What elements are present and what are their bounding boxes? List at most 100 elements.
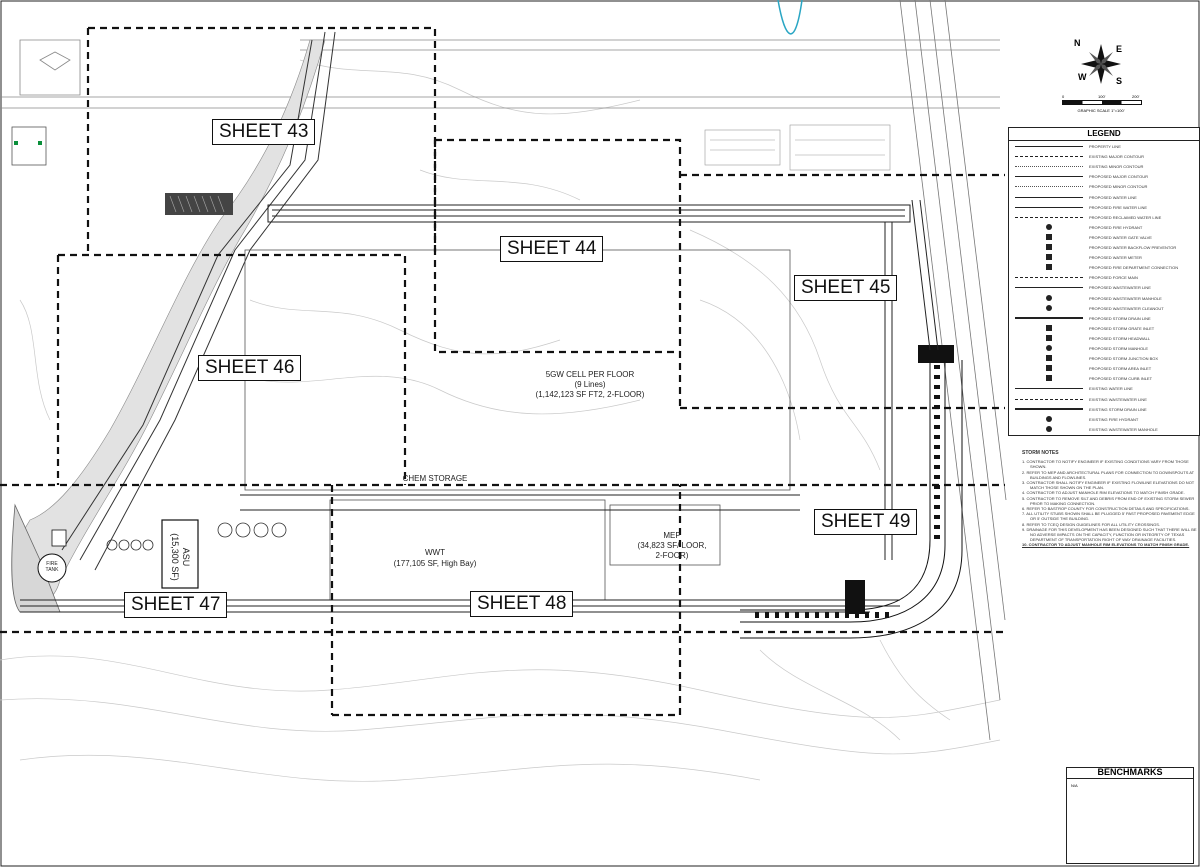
legend-item: PROPOSED FIRE HYDRANT — [1009, 223, 1199, 232]
legend-item-label: PROPOSED WATER GATE VALVE — [1089, 234, 1152, 240]
asu-line1: ASU — [181, 547, 191, 567]
legend-item-label: PROPOSED FORCE MAIN — [1089, 275, 1138, 281]
legend-item-label: PROPOSED STORM JUNCTION BOX — [1089, 356, 1159, 362]
legend-symbol — [1015, 243, 1083, 252]
legend-item: PROPOSED STORM HEADWALL — [1009, 334, 1199, 343]
legend-symbol — [1015, 405, 1083, 414]
legend-symbol — [1015, 374, 1083, 383]
legend-item-label: PROPOSED STORM GRATE INLET — [1089, 325, 1155, 331]
sheet-49-label[interactable]: SHEET 49 — [814, 509, 918, 535]
legend-item-label: PROPOSED RECLAIMED WATER LINE — [1089, 214, 1162, 220]
legend-symbol — [1015, 324, 1083, 333]
scale-tick: 100' — [1098, 94, 1106, 99]
legend-item: PROPOSED WATER LINE — [1009, 193, 1199, 202]
note-item: 5. CONTRACTOR TO REMOVE SILT AND DEBRIS … — [1022, 495, 1195, 506]
storm-headwall-bottom — [845, 580, 865, 614]
legend-item: PROPOSED STORM AREA INLET — [1009, 364, 1199, 373]
fire-tank-label: FIRE TANK — [38, 561, 66, 573]
sheet-45-label[interactable]: SHEET 45 — [794, 275, 898, 301]
legend-symbol — [1015, 273, 1083, 282]
legend-item-label: PROPOSED STORM AREA INLET — [1089, 366, 1152, 372]
sheet-46-label[interactable]: SHEET 46 — [198, 355, 302, 381]
legend-item-label: PROPOSED WATER BACKFLOW PREVENTOR — [1089, 245, 1177, 250]
sheet-47-label[interactable]: SHEET 47 — [124, 592, 228, 618]
mep-line2: (34,823 SF/ LOOR, — [637, 541, 707, 550]
legend-item: PROPOSED RECLAIMED WATER LINE — [1009, 213, 1199, 222]
asu-line2: (15,300 SF) — [170, 533, 180, 581]
legend-item-label: PROPOSED WASTEWATER CLEANOUT — [1089, 305, 1164, 311]
legend-item-label: EXISTING MINOR CONTOUR — [1089, 164, 1144, 170]
legend-item-label: EXISTING WASTEWATER LINE — [1089, 396, 1147, 402]
note-item: 4. CONTRACTOR TO ADJUST MANHOLE RIM ELEV… — [1022, 490, 1185, 496]
chem-storage-label: CHEM STORAGE — [402, 474, 468, 483]
mep-line1: MEP — [663, 531, 681, 540]
legend-item-label: EXISTING MAJOR CONTOUR — [1089, 154, 1145, 160]
legend-item-label: PROPOSED WASTEWATER LINE — [1089, 285, 1151, 291]
legend-symbol — [1015, 263, 1083, 272]
legend-item-label: PROPOSED FIRE HYDRANT — [1089, 224, 1143, 230]
legend-item: PROPOSED WATER METER — [1009, 253, 1199, 262]
parking-lots — [704, 124, 891, 171]
legend-symbol — [1015, 193, 1083, 202]
notes-title: STORM NOTES — [1022, 450, 1059, 456]
note-item: 8. REFER TO TCEQ DESIGN GUIDELINES FOR A… — [1022, 521, 1161, 527]
legend-item: EXISTING WASTEWATER MANHOLE — [1009, 425, 1199, 434]
legend-item-label: PROPOSED STORM CURB INLET — [1089, 376, 1153, 382]
legend-item-label: EXISTING FIRE HYDRANT — [1089, 416, 1139, 422]
scale-tick: 0 — [1062, 94, 1065, 99]
legend-symbol — [1015, 334, 1083, 343]
fire-tank-line2: TANK — [45, 567, 59, 573]
legend-item-label: EXISTING STORM DRAIN LINE — [1089, 406, 1147, 412]
creek — [777, 0, 803, 35]
legend-item: EXISTING WASTEWATER LINE — [1009, 395, 1199, 404]
legend-item: PROPOSED WASTEWATER LINE — [1009, 283, 1199, 292]
legend-symbol — [1015, 223, 1083, 232]
sheet-44-label[interactable]: SHEET 44 — [500, 236, 604, 262]
note-item: 1. CONTRACTOR TO NOTIFY ENGINEER IF EXIS… — [1022, 459, 1189, 470]
compass-e: E — [1116, 44, 1123, 54]
legend-symbol — [1015, 395, 1083, 404]
note-item: 2. REFER TO MEP AND ARCHITECTURAL PLANS … — [1022, 469, 1195, 480]
notes-list: 1. CONTRACTOR TO NOTIFY ENGINEER IF EXIS… — [1022, 459, 1198, 542]
legend-symbol — [1015, 304, 1083, 313]
legend-symbol — [1015, 213, 1083, 222]
legend-symbol — [1015, 415, 1083, 424]
legend-item: PROPOSED WATER GATE VALVE — [1009, 233, 1199, 242]
legend-symbol — [1015, 425, 1083, 434]
legend-item: PROPOSED STORM GRATE INLET — [1009, 324, 1199, 333]
legend-symbol — [1015, 172, 1083, 181]
benchmarks-title: BENCHMARKS — [1067, 767, 1193, 779]
main-building-label: 5GW CELL PER FLOOR (9 Lines) (1,142,123 … — [520, 370, 660, 400]
sheet-43-label[interactable]: SHEET 43 — [212, 119, 316, 145]
mep-building-label: MEP (34,823 SF/ LOOR, 2-FOOR) — [622, 531, 722, 561]
main-building-line3: (1,142,123 SF FT2, 2-FLOOR) — [535, 390, 645, 399]
legend-symbol — [1015, 314, 1083, 323]
legend-item: PROPOSED STORM CURB INLET — [1009, 374, 1199, 383]
benchmarks-body: N/A — [1071, 783, 1078, 788]
legend-symbol — [1015, 182, 1083, 191]
legend-symbol — [1015, 233, 1083, 242]
legend-item-label: PROPOSED STORM DRAIN LINE — [1089, 315, 1151, 321]
legend-symbol — [1015, 384, 1083, 393]
north-arrow — [1081, 44, 1121, 84]
asu-label: ASU (15,300 SF) — [169, 527, 191, 587]
legend-symbol — [1015, 203, 1083, 212]
legend-item: EXISTING STORM DRAIN LINE — [1009, 405, 1199, 414]
scale-text: GRAPHIC SCALE 1"=100' — [1077, 108, 1125, 113]
legend-symbol — [1015, 344, 1083, 353]
fire-tank-line1: FIRE — [46, 561, 58, 567]
note-item: 9. DRAINAGE FOR THIS DEVELOPMENT HAS BEE… — [1022, 526, 1197, 543]
tennis-court — [11, 126, 47, 166]
legend-title: LEGEND — [1009, 128, 1199, 141]
legend-item-label: PROPOSED FIRE WATER LINE — [1089, 204, 1148, 210]
wwt-building-label: WWT (177,105 SF, High Bay) — [380, 547, 490, 569]
legend-item: PROPOSED WASTEWATER MANHOLE — [1009, 294, 1199, 303]
legend-item: EXISTING FIRE HYDRANT — [1009, 415, 1199, 424]
compass-letters: N E S W — [1074, 38, 1126, 90]
wwt-line1: WWT — [425, 548, 445, 557]
legend-item: PROPOSED FIRE DEPARTMENT CONNECTION — [1009, 263, 1199, 272]
legend-item: PROPOSED MAJOR CONTOUR — [1009, 172, 1199, 181]
legend-symbol — [1015, 294, 1083, 303]
sheet-48-label[interactable]: SHEET 48 — [470, 591, 574, 617]
